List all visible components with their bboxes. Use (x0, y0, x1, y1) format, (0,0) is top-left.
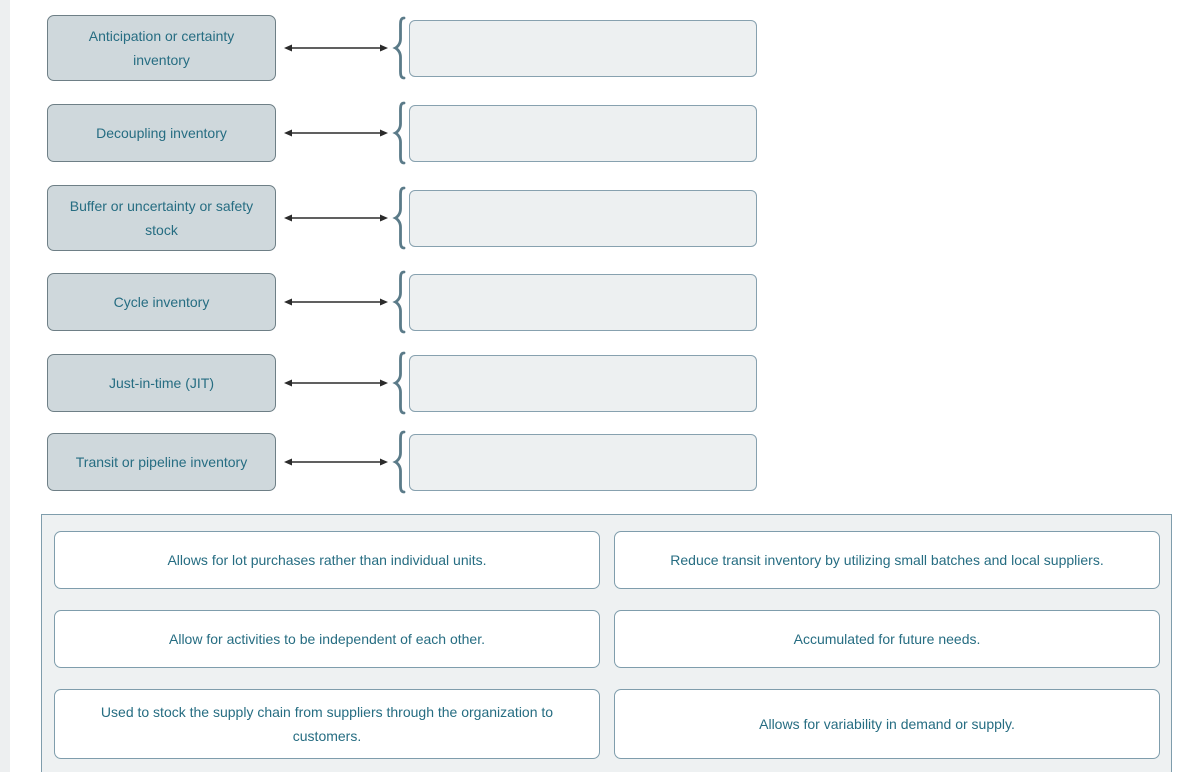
answer-option-card[interactable]: Allows for lot purchases rather than ind… (54, 531, 600, 589)
double-arrow-icon (284, 44, 388, 52)
match-term-label: Anticipation or certainty inventory (88, 28, 235, 68)
answer-option-label: Reduce transit inventory by utilizing sm… (670, 552, 1104, 568)
answer-option-label: Accumulated for future needs. (793, 631, 981, 647)
match-row: Decoupling inventory (47, 101, 757, 165)
drop-zone[interactable] (409, 273, 757, 331)
match-term-box: Transit or pipeline inventory (47, 433, 276, 491)
left-brace-icon (392, 430, 406, 494)
match-term-label: Transit or pipeline inventory (75, 454, 248, 470)
answer-option-label: Allow for activities to be independent o… (169, 631, 485, 647)
left-brace-icon (392, 101, 406, 165)
left-brace-icon (392, 270, 406, 334)
left-brace-icon (392, 351, 406, 415)
drop-zone[interactable] (409, 354, 757, 412)
double-arrow-icon (284, 129, 388, 137)
answer-option-card[interactable]: Allows for variability in demand or supp… (614, 689, 1160, 759)
match-term-box: Anticipation or certainty inventory (47, 15, 276, 81)
answer-option-label: Used to stock the supply chain from supp… (100, 704, 554, 744)
match-term-box: Decoupling inventory (47, 104, 276, 162)
drop-zone[interactable] (409, 189, 757, 247)
double-arrow-icon (284, 458, 388, 466)
match-row: Anticipation or certainty inventory (47, 15, 757, 81)
double-arrow-icon (284, 379, 388, 387)
match-row: Just-in-time (JIT) (47, 351, 757, 415)
answer-option-card[interactable]: Reduce transit inventory by utilizing sm… (614, 531, 1160, 589)
match-term-label: Just-in-time (JIT) (109, 375, 214, 391)
match-row: Buffer or uncertainty or safety stock (47, 185, 757, 251)
match-term-box: Buffer or uncertainty or safety stock (47, 185, 276, 251)
answer-option-card[interactable]: Used to stock the supply chain from supp… (54, 689, 600, 759)
drop-zone[interactable] (409, 433, 757, 491)
answer-bank: Allows for lot purchases rather than ind… (41, 514, 1172, 772)
drop-zone[interactable] (409, 19, 757, 77)
match-term-label: Cycle inventory (113, 294, 210, 310)
answer-option-card[interactable]: Accumulated for future needs. (614, 610, 1160, 668)
page-left-gutter (0, 0, 10, 772)
match-term-box: Cycle inventory (47, 273, 276, 331)
double-arrow-icon (284, 214, 388, 222)
answer-option-label: Allows for variability in demand or supp… (759, 716, 1015, 732)
answer-option-card[interactable]: Allow for activities to be independent o… (54, 610, 600, 668)
match-term-label: Decoupling inventory (96, 125, 227, 141)
drop-zone[interactable] (409, 104, 757, 162)
match-row: Transit or pipeline inventory (47, 430, 757, 494)
left-brace-icon (392, 16, 406, 80)
match-term-box: Just-in-time (JIT) (47, 354, 276, 412)
left-brace-icon (392, 186, 406, 250)
answer-option-label: Allows for lot purchases rather than ind… (167, 552, 487, 568)
match-area: Anticipation or certainty inventory Deco… (47, 15, 757, 494)
match-row: Cycle inventory (47, 270, 757, 334)
double-arrow-icon (284, 298, 388, 306)
match-term-label: Buffer or uncertainty or safety stock (69, 198, 254, 238)
